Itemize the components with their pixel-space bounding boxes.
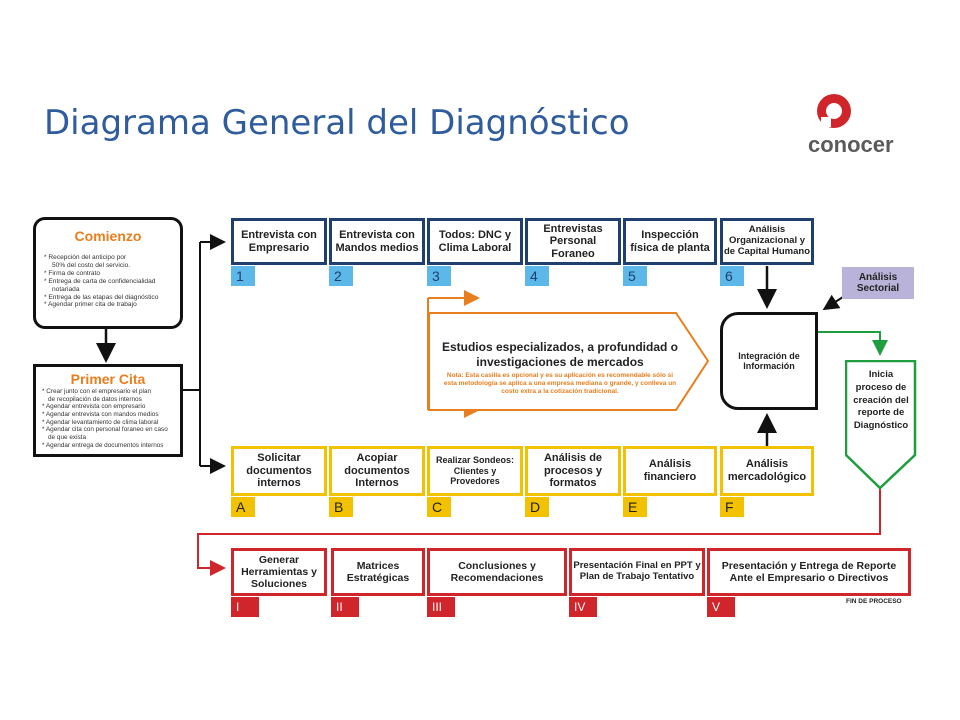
list-item: * Agendar primer cita de trabajo bbox=[44, 301, 137, 309]
step-v-tag: V bbox=[707, 597, 735, 617]
page-title: Diagrama General del Diagnóstico bbox=[44, 103, 630, 143]
primer-cita-heading: Primer Cita bbox=[70, 371, 146, 387]
list-item: * Firma de contrato bbox=[44, 269, 101, 277]
step-5-box: Inspección física de planta bbox=[623, 218, 717, 265]
step-e-tag: E bbox=[623, 497, 647, 517]
comienzo-list: * Recepción del anticipo por 50% del cos… bbox=[44, 254, 172, 309]
list-item: * Agendar entrevista con empresario bbox=[42, 403, 146, 411]
list-item: * Crear junto con el empresario el plan bbox=[42, 388, 152, 395]
list-item: * Entrega de carta de confidencialidad bbox=[44, 277, 156, 285]
comienzo-box: Comienzo * Recepción del anticipo por 50… bbox=[33, 217, 183, 329]
step-4-box: Entrevistas Personal Foraneo bbox=[525, 218, 621, 265]
step-1-box: Entrevista con Empresario bbox=[231, 218, 327, 265]
primer-cita-list: * Crear junto con el empresario el plan … bbox=[42, 388, 174, 450]
list-item: notariada bbox=[52, 285, 80, 293]
step-b-box: Acopiar documentos Internos bbox=[329, 446, 425, 496]
list-item: * Agendar entrevista con mandos medios bbox=[42, 411, 159, 419]
list-item: * Entrega de las etapas del diagnóstico bbox=[44, 293, 159, 301]
step-ii-tag: II bbox=[331, 597, 359, 617]
step-2-box: Entrevista con Mandos medios bbox=[329, 218, 425, 265]
step-iv-box: Presentación Final en PPT y Plan de Trab… bbox=[569, 548, 705, 596]
step-iii-tag: III bbox=[427, 597, 455, 617]
step-3-tag: 3 bbox=[427, 266, 451, 286]
step-d-box: Análisis de procesos y formatos bbox=[525, 446, 621, 496]
list-item: de recopilación de datos internos bbox=[48, 395, 142, 403]
estudios-arrow-shape bbox=[428, 312, 710, 411]
step-6-box: Análisis Organizacional y de Capital Hum… bbox=[720, 218, 814, 265]
step-f-tag: F bbox=[720, 497, 744, 517]
step-a-tag: A bbox=[231, 497, 255, 517]
integracion-box: Integración de Información bbox=[720, 312, 818, 410]
step-i-box: Generar Herramientas y Soluciones bbox=[231, 548, 327, 596]
step-e-box: Análisis financiero bbox=[623, 446, 717, 496]
list-item: * Agendar cita con personal foraneo en c… bbox=[42, 426, 168, 434]
step-i-tag: I bbox=[231, 597, 259, 617]
analisis-sectorial-box: Análisis Sectorial bbox=[842, 267, 914, 299]
list-item: * Agendar levantamiento de clima laboral bbox=[42, 418, 159, 426]
step-a-box: Solicitar documentos internos bbox=[231, 446, 327, 496]
step-4-tag: 4 bbox=[525, 266, 549, 286]
step-2-tag: 2 bbox=[329, 266, 353, 286]
estudios-note: Nota: Esta casilla es opcional y es su a… bbox=[443, 372, 677, 395]
step-iii-box: Conclusiones y Recomendaciones bbox=[427, 548, 567, 596]
step-6-tag: 6 bbox=[720, 266, 744, 286]
inicia-proceso-shape bbox=[845, 360, 917, 490]
estudios-title: Estudios especializados, a profundidad o… bbox=[441, 340, 679, 369]
step-b-tag: B bbox=[329, 497, 353, 517]
step-5-tag: 5 bbox=[623, 266, 647, 286]
primer-cita-box: Primer Cita * Crear junto con el empresa… bbox=[33, 364, 183, 457]
step-c-tag: C bbox=[427, 497, 451, 517]
fin-de-proceso-label: FIN DE PROCESO bbox=[846, 598, 902, 605]
list-item: * Agendar entrega de documentos internos bbox=[42, 441, 164, 449]
list-item: * Recepción del anticipo por bbox=[44, 254, 127, 261]
step-ii-box: Matrices Estratégicas bbox=[331, 548, 425, 596]
list-item: 50% del costo del servicio. bbox=[52, 261, 131, 269]
step-iv-tag: IV bbox=[569, 597, 597, 617]
step-v-box: Presentación y Entrega de Reporte Ante e… bbox=[707, 548, 911, 596]
step-3-box: Todos: DNC y Clima Laboral bbox=[427, 218, 523, 265]
inicia-proceso-label: Inicia proceso de creación del reporte d… bbox=[853, 369, 909, 432]
comienzo-heading: Comienzo bbox=[74, 228, 142, 244]
step-1-tag: 1 bbox=[231, 266, 255, 286]
step-d-tag: D bbox=[525, 497, 549, 517]
step-f-box: Análisis mercadológico bbox=[720, 446, 814, 496]
logo-text: conocer bbox=[808, 132, 894, 157]
step-c-box: Realizar Sondeos: Clientes y Provedores bbox=[427, 446, 523, 496]
list-item: de que exista bbox=[48, 434, 87, 442]
conocer-logo: conocer bbox=[808, 90, 924, 160]
